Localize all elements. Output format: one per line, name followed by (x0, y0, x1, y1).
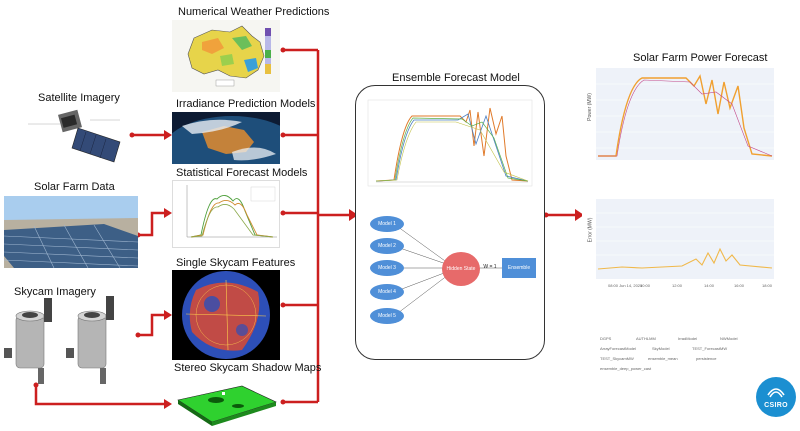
legend-item: TEST_SkycamMW (600, 356, 634, 361)
csiro-logo: CSIRO (756, 377, 796, 417)
ensemble-panel: Model 1 Model 2 Model 3 Model 4 Model 5 … (355, 85, 545, 360)
single-skycam-title: Single Skycam Features (176, 257, 296, 269)
x-tick-1: 08:00 Jun 14, 2020 (608, 283, 643, 288)
x-tick-4: 14:00 (704, 283, 715, 288)
satellite-title: Satellite Imagery (38, 92, 120, 104)
model-node-4: Model 4 (370, 284, 404, 300)
ensemble-title: Ensemble Forecast Model (392, 72, 520, 84)
hidden-state-node: Hidden State (442, 252, 480, 286)
forecast-legend: DGPS AUTHLMM IrradModel NWModel ArrayFor… (600, 336, 780, 376)
ensemble-output-node: Ensemble Model (502, 258, 536, 291)
weight-equation: W = 1 (483, 264, 497, 270)
nwp-title: Numerical Weather Predictions (178, 6, 330, 18)
legend-item: ensemble_deep_power_cast (600, 366, 652, 371)
error-ylabel: Error (MW) (587, 217, 594, 243)
x-tick-5: 16:00 (734, 283, 745, 288)
statistical-title: Statistical Forecast Models (176, 167, 308, 179)
x-tick-3: 12:00 (672, 283, 683, 288)
stereo-skycam-title: Stereo Skycam Shadow Maps (174, 362, 322, 374)
legend-item: NWModel (720, 336, 738, 341)
model-node-2: Model 2 (370, 238, 404, 254)
legend-item: TEST_ForecastMW (692, 346, 728, 351)
legend-item: DGPS (600, 336, 612, 341)
model-node-1: Model 1 (370, 216, 404, 232)
solar-farm-title: Solar Farm Data (34, 181, 115, 193)
legend-item: ArrayForecastModel (600, 346, 637, 351)
model-node-5: Model 5 (370, 308, 404, 324)
irradiance-title: Irradiance Prediction Models (176, 98, 316, 110)
legend-item: SkyModel (652, 346, 670, 351)
skycam-imagery-image (2, 292, 138, 388)
legend-item: persistence (696, 356, 717, 361)
x-tick-2: 10:00 (640, 283, 651, 288)
legend-item: AUTHLMM (636, 336, 656, 341)
error-chart: Error (MW) 08:00 Jun 14, 2020 10:00 12:0… (582, 195, 778, 297)
satellite-image (20, 106, 132, 166)
solar-farm-image (4, 196, 138, 268)
legend-item: ensemble_mean (648, 356, 678, 361)
irradiance-image (172, 112, 280, 164)
nwp-map (172, 20, 280, 92)
single-skycam-image (172, 270, 280, 360)
power-forecast-title: Solar Farm Power Forecast (633, 52, 768, 64)
statistical-chart (172, 180, 280, 248)
power-ylabel: Power (MW) (586, 93, 593, 121)
stereo-skycam-image (172, 376, 280, 428)
x-tick-6: 18:00 (762, 283, 773, 288)
csiro-logo-text: CSIRO (764, 402, 788, 409)
model-node-3: Model 3 (370, 260, 404, 276)
power-forecast-chart: Power (MW) (582, 64, 778, 166)
skycam-imagery-title: Skycam Imagery (14, 286, 96, 298)
legend-item: IrradModel (678, 336, 698, 341)
